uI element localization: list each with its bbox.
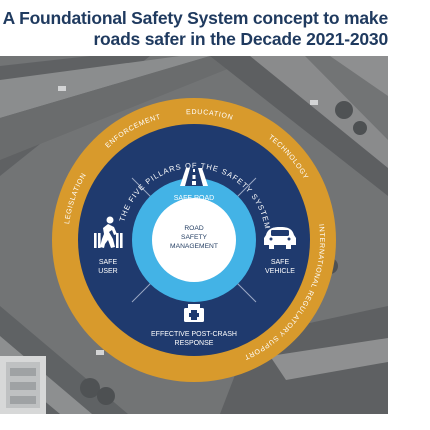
ambulance-icon bbox=[184, 304, 204, 322]
center-label-line-3: MANAGEMENT bbox=[170, 243, 218, 250]
post-crash-label-line-2: RESPONSE bbox=[175, 340, 214, 347]
center-label-line-1: ROAD bbox=[184, 225, 203, 232]
title-line-2: roads safer in the Decade 2021-2030 bbox=[93, 29, 388, 49]
safe-vehicle-pillar: SAFE VEHICLE bbox=[264, 227, 296, 275]
pedestrian-icon bbox=[94, 216, 123, 248]
post-crash-pillar: EFFECTIVE POST-CRASH RESPONSE bbox=[151, 304, 237, 347]
safe-vehicle-label-line-2: VEHICLE bbox=[265, 268, 295, 275]
center-label-line-2: SAFETY bbox=[181, 234, 208, 241]
safe-vehicle-label-line-1: SAFE bbox=[271, 259, 290, 266]
safe-user-label-line-1: SAFE bbox=[99, 259, 118, 266]
safe-user-label-line-2: USER bbox=[98, 268, 117, 275]
center-circle bbox=[152, 198, 236, 282]
road-icon bbox=[180, 168, 208, 186]
title-line-1: A Foundational Safety System concept to … bbox=[2, 8, 389, 28]
safe-road-pillar: SAFE ROAD bbox=[174, 168, 214, 202]
safe-road-label: SAFE ROAD bbox=[174, 195, 214, 202]
center-label-group: ROAD SAFETY MANAGEMENT bbox=[170, 225, 218, 250]
car-icon bbox=[264, 227, 296, 249]
page-title: A Foundational Safety System concept to … bbox=[0, 8, 430, 50]
post-crash-label-line-1: EFFECTIVE POST-CRASH bbox=[151, 331, 237, 338]
safety-system-diagram: LEGISLATION ENFORCEMENT EDUCATION TECHNO… bbox=[42, 88, 346, 392]
safety-system-svg: LEGISLATION ENFORCEMENT EDUCATION TECHNO… bbox=[52, 98, 336, 382]
safe-user-pillar: SAFE USER bbox=[94, 216, 123, 275]
